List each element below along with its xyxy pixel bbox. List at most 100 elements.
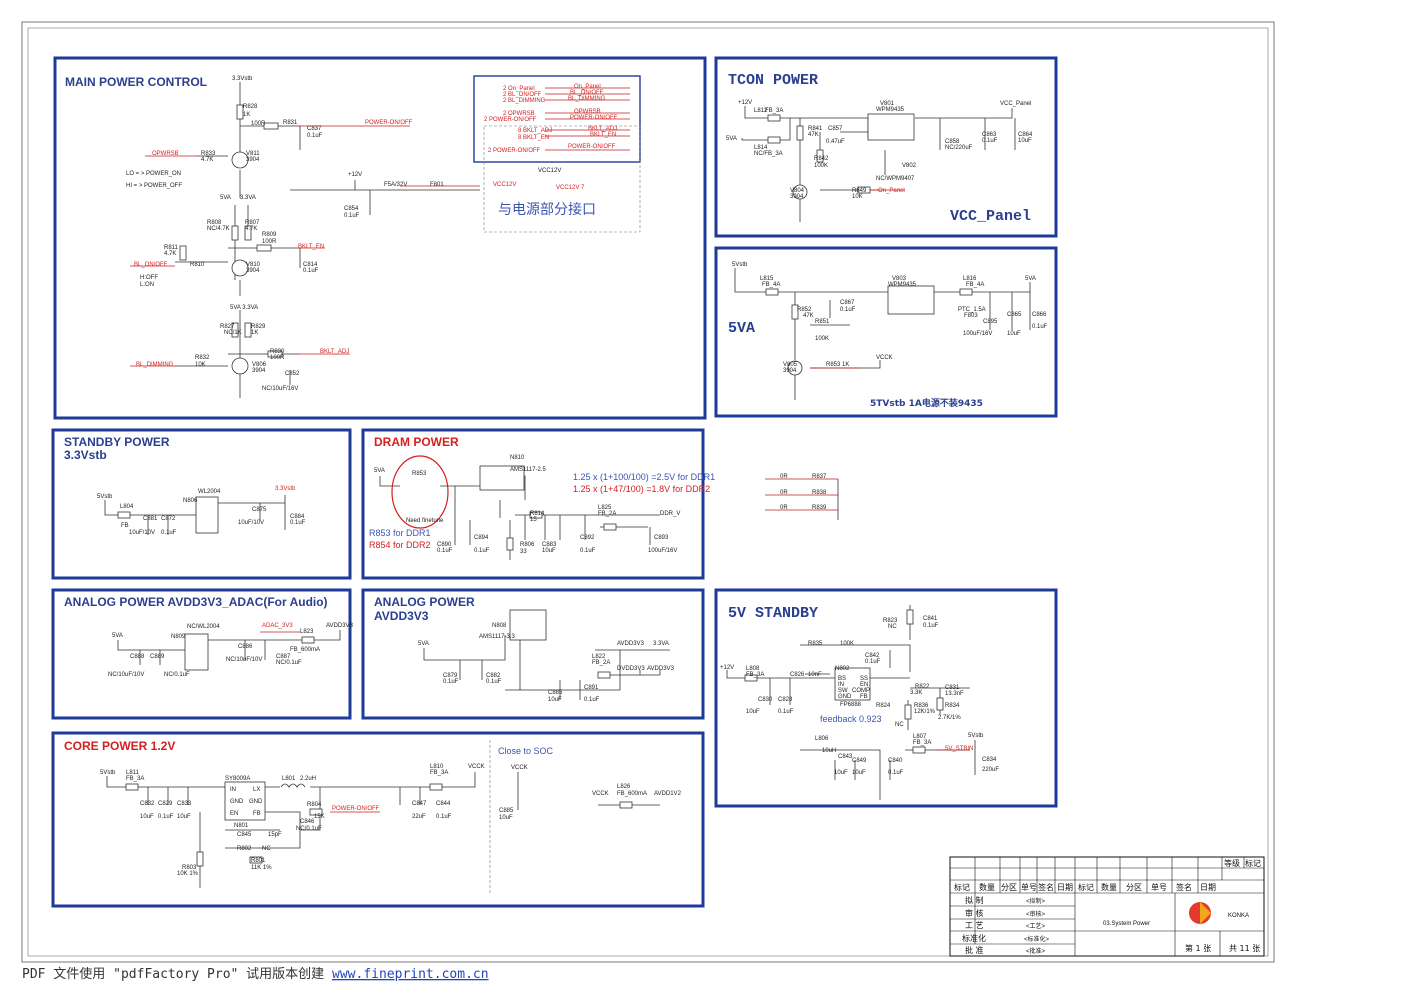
svg-text:0.1uF: 0.1uF	[865, 659, 881, 665]
fivev-note: 5TVstb 1A电源不装9435	[870, 397, 983, 409]
svg-text:DVDD3V3: DVDD3V3	[617, 666, 645, 672]
svg-text:C894: C894	[474, 535, 489, 541]
svg-text:标准化: 标准化	[962, 933, 986, 943]
svg-text:PTC_1.5A: PTC_1.5A	[958, 307, 986, 313]
svg-text:C886: C886	[238, 644, 253, 650]
svg-text:L804: L804	[120, 504, 134, 510]
svg-text:WPM9435: WPM9435	[876, 107, 905, 113]
svg-text:0.1uF: 0.1uF	[1032, 324, 1048, 330]
label-r827-val: NC/1K	[224, 330, 242, 336]
svg-text:R841: R841	[808, 126, 823, 132]
svg-text:10uF: 10uF	[746, 709, 760, 715]
label-r811: R811	[164, 245, 179, 251]
title-block: 等级 标记 标记 数量 分区 单号 签名 日期 标记 数量 分区 单号 签名 日…	[949, 856, 1265, 957]
svg-text:R851: R851	[815, 319, 830, 325]
label-r807: R807	[245, 220, 260, 226]
svg-text:FB: FB	[860, 694, 868, 700]
svg-text:C830: C830	[758, 697, 773, 703]
svg-text:12K/1%: 12K/1%	[914, 709, 936, 715]
svg-text:数量: 数量	[979, 882, 995, 892]
svg-text:2.7K/1%: 2.7K/1%	[938, 715, 961, 721]
label-r829: R829	[251, 324, 266, 330]
svg-text:BL_DIMMING: BL_DIMMING	[568, 96, 606, 102]
svg-text:11K 1%: 11K 1%	[251, 865, 272, 871]
label-r809: R809	[262, 232, 277, 238]
svg-text:3.3VA: 3.3VA	[653, 641, 669, 647]
svg-text:SY8009A: SY8009A	[225, 776, 250, 782]
sheet-total: 共 11 张	[1229, 944, 1260, 953]
svg-text:R849: R849	[852, 188, 867, 194]
svg-text:0.1uF: 0.1uF	[840, 307, 856, 313]
svg-text:C895: C895	[983, 319, 998, 325]
svg-text:N808: N808	[492, 623, 507, 629]
fivev-standby-title: 5V STANDBY	[728, 605, 818, 622]
svg-text:0.1uF: 0.1uF	[474, 548, 490, 554]
svg-text:3.3K: 3.3K	[910, 690, 922, 696]
svg-text:V801: V801	[880, 101, 895, 107]
svg-text:C849: C849	[852, 758, 867, 764]
svg-text:FB_600mA: FB_600mA	[617, 791, 647, 797]
svg-text:10uF: 10uF	[1007, 331, 1021, 337]
svg-text:0.1uF: 0.1uF	[584, 697, 600, 703]
svg-text:0.1uF: 0.1uF	[888, 770, 904, 776]
dram-note-r853: R853 for DDR1	[369, 528, 431, 538]
svg-text:AVDD1V2: AVDD1V2	[654, 791, 682, 797]
label-5va-3v3a: 5VA 3.3VA	[230, 305, 258, 311]
svg-text:L807: L807	[913, 734, 927, 740]
label-100r: 100R	[251, 121, 266, 127]
svg-text:C887: C887	[276, 654, 291, 660]
svg-text:AMS1117-2.5: AMS1117-2.5	[510, 467, 546, 473]
svg-text:2 On_Panel: 2 On_Panel	[503, 86, 535, 92]
tcon-subtitle: VCC_Panel	[950, 208, 1031, 225]
svg-text:V805: V805	[783, 362, 798, 368]
svg-text:R822: R822	[915, 684, 930, 690]
svg-text:FB_3A: FB_3A	[765, 108, 783, 114]
label-v806: V806	[252, 362, 267, 368]
label-v806-type: 3904	[252, 368, 266, 374]
svg-text:R836: R836	[914, 703, 929, 709]
svg-text:F803: F803	[964, 313, 978, 319]
svg-text:标记: 标记	[1078, 882, 1094, 892]
svg-text:SW: SW	[838, 688, 848, 694]
svg-text:L808: L808	[746, 666, 760, 672]
svg-text:VCCK: VCCK	[468, 764, 485, 770]
svg-text:分区: 分区	[1001, 883, 1017, 892]
fivev-section: 5VA 5TVstb 1A电源不装9435 5Vstb L815 FB_4A R…	[714, 246, 1058, 418]
svg-text:C865: C865	[1007, 312, 1022, 318]
svg-text:OPWRSB: OPWRSB	[574, 109, 601, 115]
svg-text:3904: 3904	[790, 194, 804, 200]
svg-text:N801: N801	[234, 823, 249, 829]
svg-text:AVDD3V3: AVDD3V3	[617, 641, 645, 647]
inner-frame	[27, 27, 1269, 957]
svg-text:POWER-ON/OFF: POWER-ON/OFF	[570, 115, 618, 121]
svg-text:On_Panel: On_Panel	[574, 84, 601, 90]
svg-text:0.1uF: 0.1uF	[436, 814, 452, 820]
svg-text:C875: C875	[252, 507, 267, 513]
svg-text:R853 1K: R853 1K	[826, 362, 849, 368]
interface-title: 与电源部分接口	[498, 201, 596, 218]
label-vcc12v: VCC12V	[493, 182, 516, 188]
note-hi: HI = > POWER_OFF	[126, 183, 182, 189]
label-c837: C837	[307, 126, 322, 132]
svg-text:L814: L814	[754, 145, 768, 151]
svg-text:IN: IN	[838, 682, 844, 688]
svg-text:C883: C883	[542, 542, 557, 548]
label-r828: R828	[243, 104, 258, 110]
svg-text:NC/0.1uF: NC/0.1uF	[276, 660, 302, 666]
svg-text:C872: C872	[161, 516, 176, 522]
interface-rows: 2 On_Panel 2 BL_ON/OFF 2 BL_DIMMING 2 OP…	[484, 84, 630, 154]
svg-text:22uF: 22uF	[412, 814, 426, 820]
label-1k: 1K	[243, 112, 250, 118]
svg-text:VCC_Panel: VCC_Panel	[1000, 101, 1031, 107]
svg-text:10uF: 10uF	[1018, 138, 1032, 144]
svg-text:0.1uF: 0.1uF	[158, 814, 174, 820]
svg-text:220uF: 220uF	[982, 767, 999, 773]
svg-text:C891: C891	[584, 685, 599, 691]
svg-text:V804: V804	[790, 188, 805, 194]
svg-text:2.2uH: 2.2uH	[300, 776, 316, 782]
svg-text:签名: 签名	[1176, 882, 1192, 892]
svg-text:2 POWER-ON/OFF: 2 POWER-ON/OFF	[484, 117, 537, 123]
svg-text:GND: GND	[249, 799, 263, 805]
footer-link[interactable]: www.fineprint.com.cn	[332, 967, 489, 982]
sheet-name: 03.System Power	[1103, 921, 1150, 927]
